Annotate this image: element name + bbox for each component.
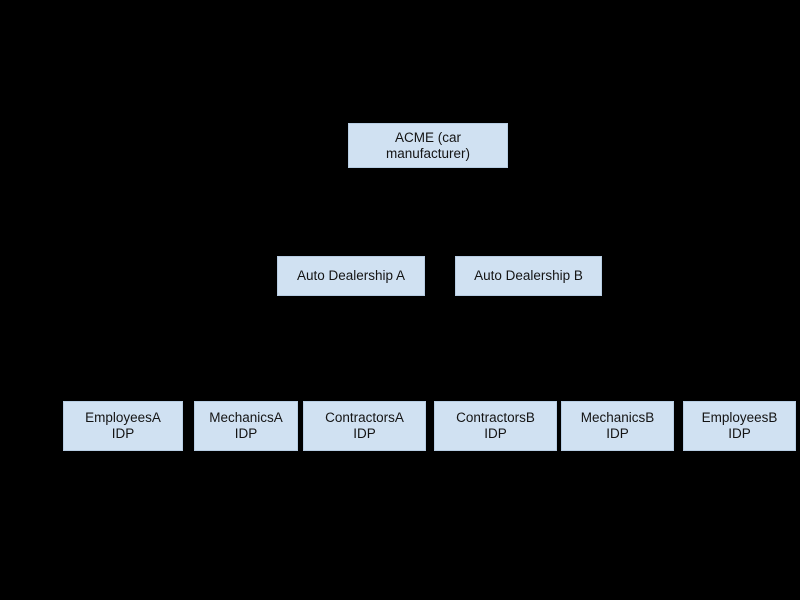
node-employees-b-idp[interactable]: EmployeesB IDP [683, 401, 796, 451]
node-auto-dealership-a[interactable]: Auto Dealership A [277, 256, 425, 296]
node-contractors-a-idp-label: ContractorsA IDP [325, 410, 404, 441]
node-auto-dealership-b-label: Auto Dealership B [474, 268, 583, 283]
node-acme-root[interactable]: ACME (car manufacturer) [348, 123, 508, 168]
node-mechanics-a-idp[interactable]: MechanicsA IDP [194, 401, 298, 451]
node-acme-root-label: ACME (car manufacturer) [385, 129, 471, 161]
node-employees-a-idp[interactable]: EmployeesA IDP [63, 401, 183, 451]
node-mechanics-b-idp[interactable]: MechanicsB IDP [561, 401, 674, 451]
node-employees-b-idp-label: EmployeesB IDP [701, 410, 778, 441]
node-auto-dealership-b[interactable]: Auto Dealership B [455, 256, 602, 296]
node-contractors-a-idp[interactable]: ContractorsA IDP [303, 401, 426, 451]
node-mechanics-a-idp-label: MechanicsA IDP [209, 410, 283, 441]
node-contractors-b-idp[interactable]: ContractorsB IDP [434, 401, 557, 451]
node-mechanics-b-idp-label: MechanicsB IDP [580, 410, 655, 441]
node-auto-dealership-a-label: Auto Dealership A [296, 268, 406, 283]
node-contractors-b-idp-label: ContractorsB IDP [456, 410, 535, 441]
node-employees-a-idp-label: EmployeesA IDP [85, 410, 161, 441]
